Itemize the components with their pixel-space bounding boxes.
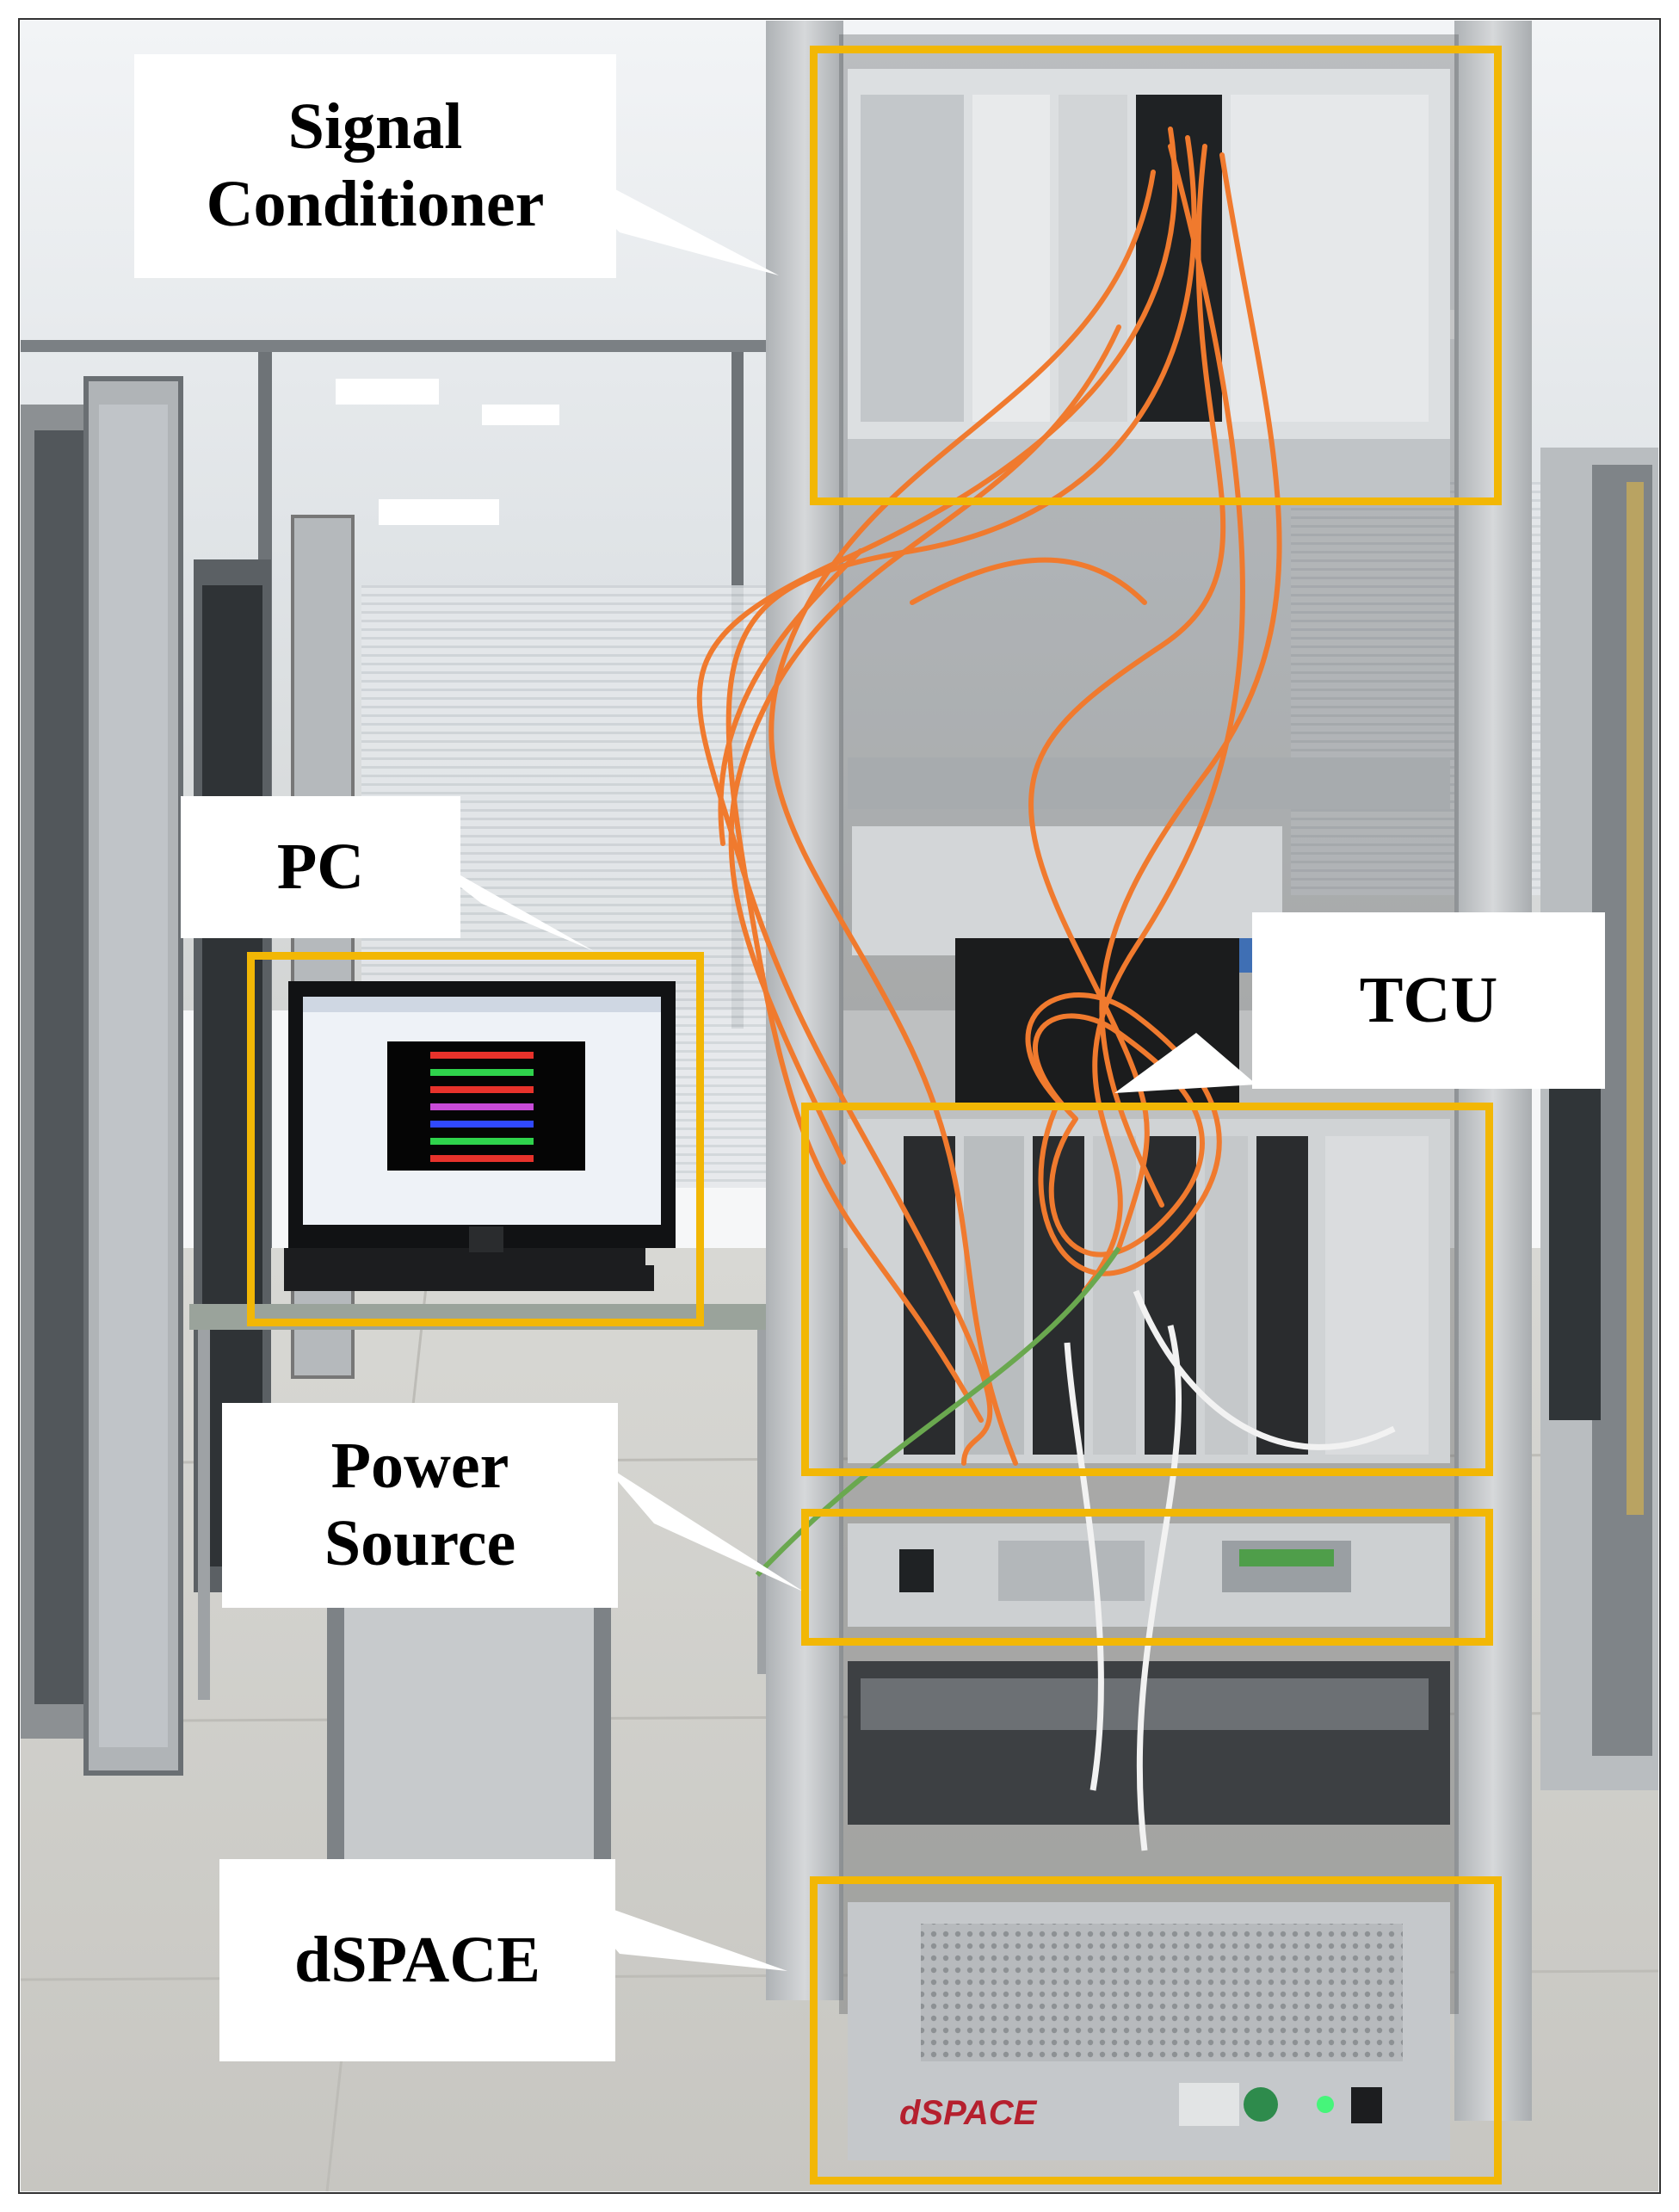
pointer-power-source <box>602 1463 805 1592</box>
label-tcu: TCU <box>1252 912 1605 1089</box>
white-cables <box>1064 1289 1396 1851</box>
label-tcu-text: TCU <box>1359 963 1498 1036</box>
orange-cables <box>696 127 1282 1466</box>
label-power-source: Power Source <box>222 1403 618 1608</box>
label-signal-conditioner-line-1: Signal <box>287 90 463 164</box>
label-dspace: dSPACE <box>219 1859 615 2061</box>
highlight-tcu <box>801 1103 1493 1476</box>
dspace-logo-text: dSPACE <box>899 2094 1038 2132</box>
label-power-source-line-1: Power <box>330 1430 509 1503</box>
pointer-tcu <box>1114 1033 1256 1093</box>
highlight-pc <box>247 952 704 1326</box>
label-pc: PC <box>181 796 460 938</box>
label-signal-conditioner: Signal Conditioner <box>134 54 616 278</box>
left-cabinets <box>21 376 355 1776</box>
label-power-source-line-2: Source <box>324 1507 516 1579</box>
label-signal-conditioner-line-2: Conditioner <box>206 168 545 240</box>
label-pc-text: PC <box>276 830 365 903</box>
label-dspace-text: dSPACE <box>294 1923 540 1996</box>
highlight-dspace <box>810 1876 1502 2184</box>
pointer-dspace <box>568 1894 787 1971</box>
right-cabinets <box>1540 448 1658 1790</box>
highlight-power-source <box>801 1509 1493 1646</box>
highlight-signal-conditioner <box>810 46 1502 505</box>
